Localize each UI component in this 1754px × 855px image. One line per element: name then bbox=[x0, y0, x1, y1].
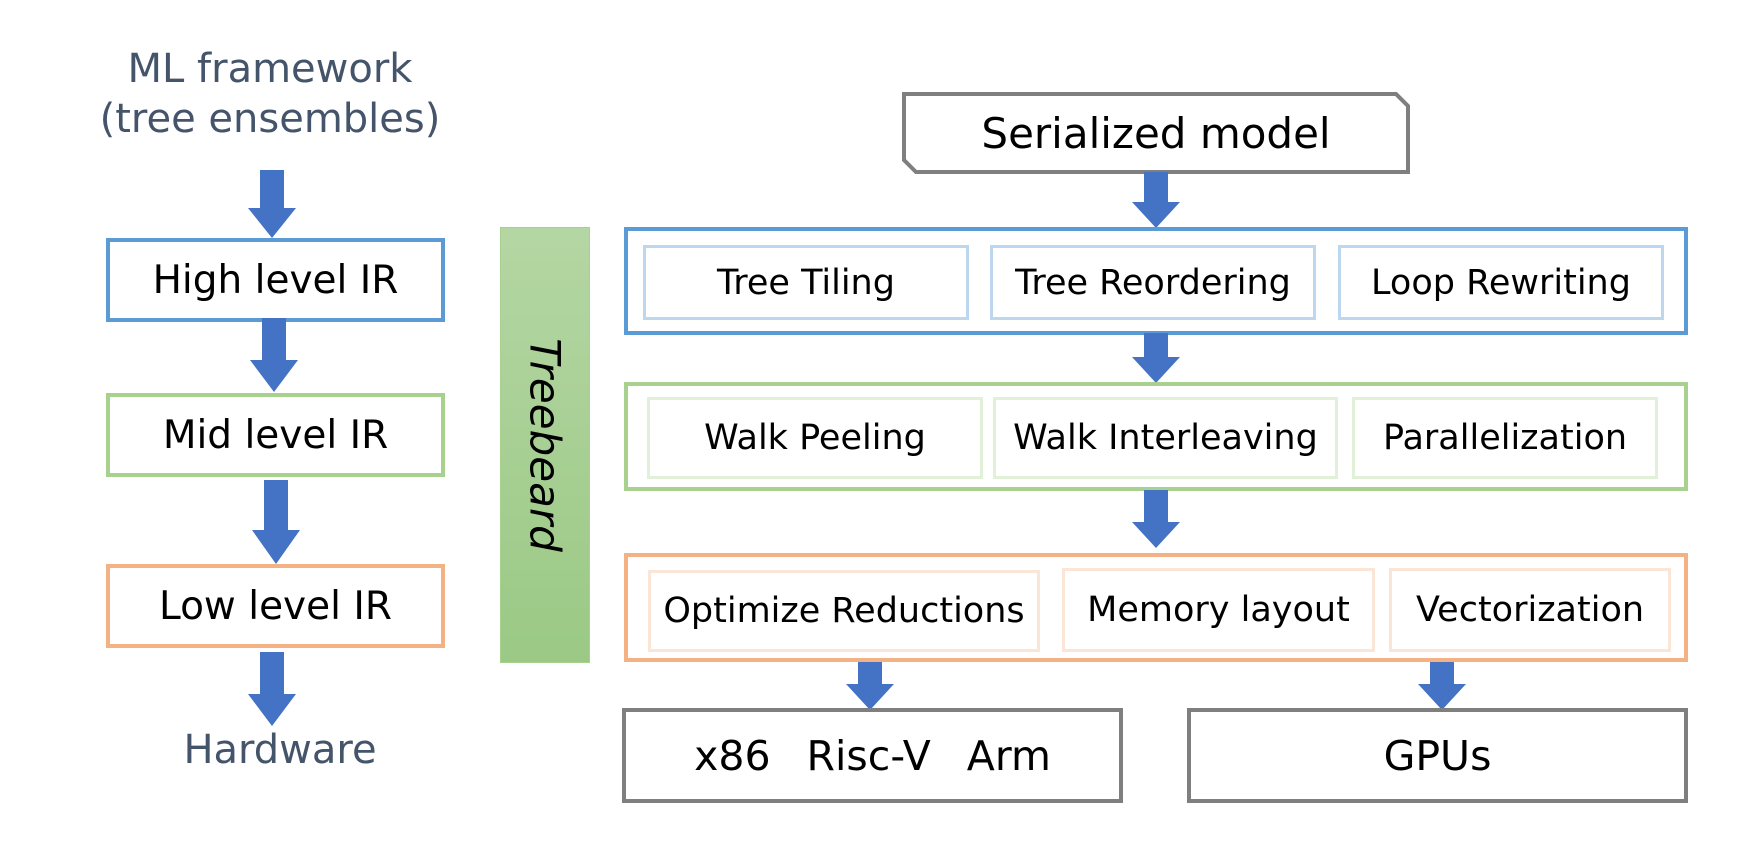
pass-label: Parallelization bbox=[1382, 418, 1628, 458]
down-arrow-icon bbox=[248, 170, 296, 238]
framework-label-line2: (tree ensembles) bbox=[99, 96, 441, 142]
serialized-model-text: Serialized model bbox=[981, 108, 1331, 158]
down-arrow-icon bbox=[1132, 172, 1180, 228]
pass-label: Walk Interleaving bbox=[1013, 418, 1318, 458]
pass-label: Walk Peeling bbox=[704, 418, 926, 458]
down-arrow-icon bbox=[248, 652, 296, 726]
gpu-targets-box: GPUs bbox=[1187, 708, 1688, 803]
pass-label: Tree Tiling bbox=[717, 262, 895, 303]
pass-vectorization: Vectorization bbox=[1389, 568, 1671, 652]
pass-label: Memory layout bbox=[1087, 590, 1350, 630]
high-level-stage: Tree Tiling Tree Reordering Loop Rewriti… bbox=[624, 227, 1688, 335]
low-level-ir-box: Low level IR bbox=[106, 564, 445, 648]
pass-loop-rewriting: Loop Rewriting bbox=[1338, 245, 1664, 320]
pass-walk-interleaving: Walk Interleaving bbox=[993, 397, 1338, 479]
pass-optimize-reductions: Optimize Reductions bbox=[648, 570, 1040, 652]
target-risc-v: Risc-V bbox=[806, 731, 931, 780]
down-arrow-icon bbox=[1132, 490, 1180, 548]
serialized-model-box bbox=[902, 92, 1410, 174]
down-arrow-icon bbox=[252, 480, 300, 564]
hardware-label: Hardware bbox=[160, 722, 400, 778]
pass-tree-reordering: Tree Reordering bbox=[990, 245, 1316, 320]
pass-walk-peeling: Walk Peeling bbox=[647, 397, 983, 479]
target-gpus: GPUs bbox=[1383, 731, 1492, 780]
pass-label: Optimize Reductions bbox=[663, 591, 1025, 631]
down-arrow-icon bbox=[1418, 662, 1466, 710]
high-level-ir-box: High level IR bbox=[106, 238, 445, 322]
target-x86: x86 bbox=[694, 731, 771, 780]
low-level-ir-label: Low level IR bbox=[159, 583, 392, 629]
pass-memory-layout: Memory layout bbox=[1062, 568, 1375, 652]
pass-label: Loop Rewriting bbox=[1371, 262, 1631, 303]
mid-level-ir-label: Mid level IR bbox=[162, 412, 389, 458]
framework-label: ML framework (tree ensembles) bbox=[60, 44, 480, 144]
pass-label: Tree Reordering bbox=[1015, 262, 1291, 303]
treebeard-label: Treebeard bbox=[520, 338, 570, 552]
down-arrow-icon bbox=[1132, 333, 1180, 383]
target-arm: Arm bbox=[966, 731, 1051, 780]
pass-label: Vectorization bbox=[1415, 590, 1645, 630]
pass-tree-tiling: Tree Tiling bbox=[643, 245, 969, 320]
cpu-targets-box: x86 Risc-V Arm bbox=[622, 708, 1123, 803]
mid-level-stage: Walk Peeling Walk Interleaving Paralleli… bbox=[624, 382, 1688, 491]
mid-level-ir-box: Mid level IR bbox=[106, 393, 445, 477]
high-level-ir-label: High level IR bbox=[152, 257, 399, 303]
treebeard-bar: Treebeard bbox=[500, 227, 590, 663]
down-arrow-icon bbox=[250, 318, 298, 392]
pass-parallelization: Parallelization bbox=[1352, 397, 1658, 479]
down-arrow-icon bbox=[846, 662, 894, 710]
low-level-stage: Optimize Reductions Memory layout Vector… bbox=[624, 553, 1688, 662]
serialized-model-label: Serialized model bbox=[902, 92, 1410, 174]
framework-label-line1: ML framework bbox=[127, 46, 413, 92]
hardware-text: Hardware bbox=[183, 727, 377, 773]
